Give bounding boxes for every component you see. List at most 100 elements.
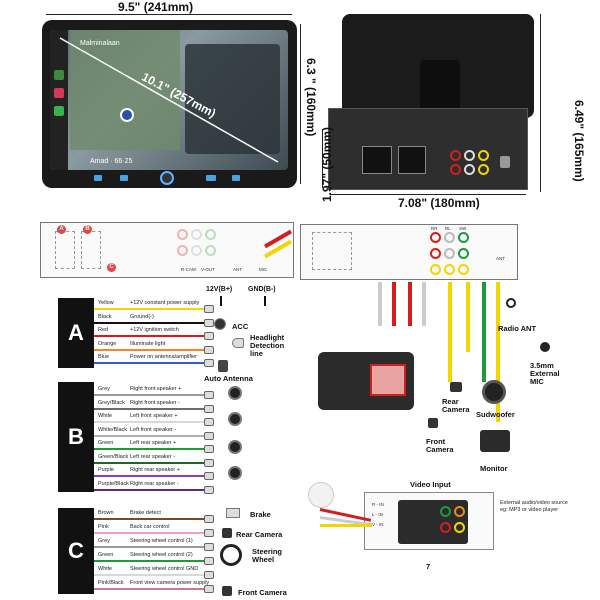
cable-yellow-3: [496, 282, 500, 422]
rca-yellow-vin: [444, 264, 455, 275]
front-camera-icon: [222, 586, 232, 596]
wire-terminal: [204, 345, 214, 354]
head-unit-front: Malminalaan Amad · 66·25 10.1" (257mm): [42, 20, 297, 188]
speaker-icon: [228, 466, 242, 480]
rca-white-1: [464, 150, 475, 161]
rca-yellow-1: [478, 150, 489, 161]
wire-color-name: Purple/Black: [98, 480, 129, 487]
wire-color-name: Grey: [98, 538, 110, 544]
nav-button[interactable]: [232, 175, 240, 181]
wire-terminal: [204, 585, 214, 593]
phone-app-icon[interactable]: [54, 106, 64, 116]
monitor-icon: [480, 430, 510, 452]
wire-color-name: Green/Black: [98, 453, 129, 460]
pin-badge-c: C: [107, 263, 116, 272]
wire-terminal: [204, 571, 214, 579]
wire-color-name: Pink: [98, 524, 109, 530]
headlight-label: Headlight Detection line: [250, 333, 285, 358]
iso-block-right: [312, 232, 352, 270]
wire-color-name: White: [98, 566, 113, 572]
wire-terminal: [204, 445, 214, 453]
speaker-icon: [228, 440, 242, 454]
video-input-title: Video Input: [410, 480, 451, 489]
label-ant: ANT: [496, 256, 505, 261]
wire-row-a: Red+12V ignition switch: [94, 327, 214, 340]
wire-terminal: [204, 557, 214, 565]
wire-color-name: Pink/Black: [98, 580, 124, 586]
steering-wheel-label: Steering Wheel: [252, 547, 283, 564]
b-plus-label: 12V(B+): [206, 286, 233, 293]
width-dimension: 9.5" (241mm): [118, 0, 194, 14]
wire-description: Illuminate light: [130, 340, 166, 347]
wire-description: Front view camera power supply: [130, 580, 210, 586]
wire-line: [94, 461, 206, 464]
l-in-label: L - IN: [372, 512, 383, 517]
wire-description: +12V constant power supply: [130, 300, 200, 306]
iso-connector: [362, 146, 392, 174]
wire-description: Steering wheel control (2): [130, 552, 193, 558]
wire-line: [94, 448, 206, 450]
wire-description: Steering wheel control (1): [130, 538, 193, 544]
radio-ant-caption: Radio ANT: [498, 324, 537, 333]
rca-red-1: [450, 150, 461, 161]
wire-row-c: Pink/Black Front view camera power supply: [94, 580, 214, 593]
app-dock: [50, 30, 68, 170]
wire-terminal: [204, 391, 214, 399]
vin-rca-yellow: [454, 522, 465, 533]
volume-knob[interactable]: [160, 171, 174, 185]
depth-width-arrow: [330, 194, 526, 195]
headlight-icon: [232, 338, 244, 348]
rca-sw2: [205, 245, 216, 256]
rca-rl: [191, 229, 202, 240]
wire-line: [94, 421, 206, 423]
unit-screen: Malminalaan Amad · 66·25: [50, 30, 288, 170]
subwoofer-icon: [482, 380, 506, 404]
rca-red-2: [450, 164, 461, 175]
auto-antenna-icon: [218, 360, 228, 372]
back-height-dimension: 6.49" (165mm): [572, 100, 586, 182]
width-arrow: [46, 14, 292, 15]
vin-rca-red: [440, 522, 451, 533]
wire-description: Right rear speaker -: [130, 480, 179, 487]
wire-terminal: [204, 359, 214, 367]
auto-antenna-label: Auto Antenna: [204, 374, 253, 383]
wire-color-name: Brown: [98, 510, 114, 516]
wire-description: Right front speaker -: [130, 399, 180, 406]
phone-button[interactable]: [94, 175, 102, 181]
maps-app-icon[interactable]: [54, 70, 64, 80]
wire-line: [94, 518, 206, 520]
cable-red-2: [408, 282, 412, 326]
wire-line: [94, 475, 206, 477]
cable-red-1: [392, 282, 396, 326]
r-in-label: R - IN: [372, 502, 384, 507]
wire-color-name: Green: [98, 440, 114, 446]
ant-label: ANT: [233, 267, 242, 272]
wire-line: [94, 362, 206, 364]
antenna-port: [500, 156, 510, 168]
port-label-vout: V-OUT: [201, 267, 215, 272]
mode-button[interactable]: [206, 175, 216, 181]
music-app-icon[interactable]: [54, 88, 64, 98]
wire-color-name: White: [98, 413, 113, 419]
rear-camera-label: Rear Camera: [236, 530, 283, 539]
speaker-icon: [228, 412, 242, 426]
wire-color-name: White/Black: [98, 426, 128, 433]
wire-row-a: Yellow+12V constant power supply: [94, 300, 214, 313]
rca-white-rl: [444, 232, 455, 243]
car-button[interactable]: [120, 175, 128, 181]
wire-line: [94, 532, 206, 534]
wire-color-name: Red: [98, 327, 109, 333]
rear-bracket: [420, 60, 460, 110]
wire-line: [94, 335, 206, 337]
wire-terminal: [204, 458, 214, 467]
wire-terminal: [204, 431, 214, 440]
wire-line: [94, 434, 206, 437]
